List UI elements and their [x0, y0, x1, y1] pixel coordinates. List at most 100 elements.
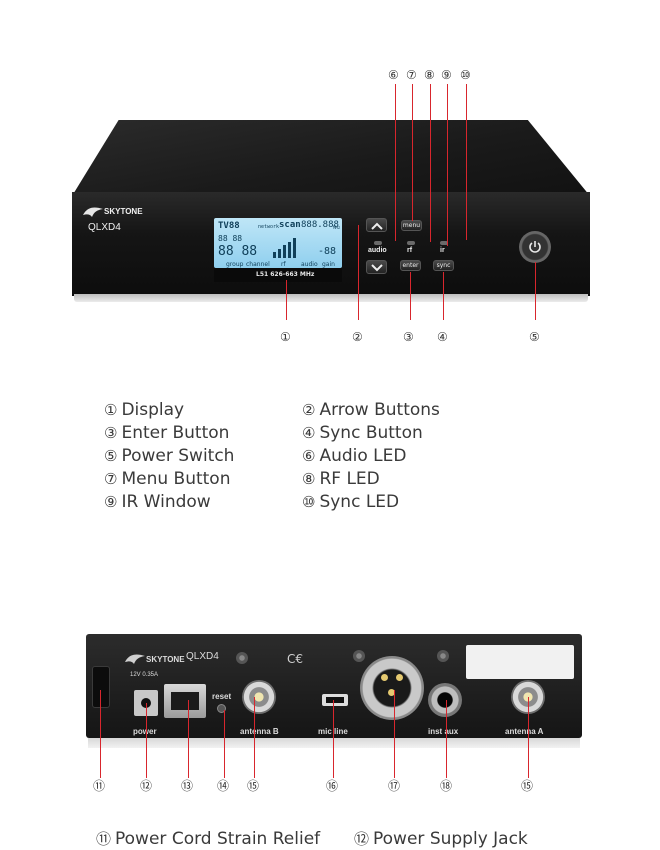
lcd-tv: TV88 — [218, 221, 240, 231]
callout-15: ⑮ — [247, 779, 260, 793]
lcd-gain: gain — [322, 261, 335, 268]
audio-led-label: audio — [368, 247, 387, 254]
leader-4 — [443, 272, 444, 320]
front-brand: SKYTONE — [104, 207, 143, 216]
enter-button[interactable]: enter — [400, 260, 421, 271]
rear-brand-logo-icon — [124, 651, 146, 670]
unit-top-cover — [72, 120, 590, 200]
screw — [236, 652, 248, 664]
callout-14: ⑭ — [217, 779, 230, 793]
lcd-mhz: MHz — [333, 225, 341, 230]
leader-1 — [286, 280, 287, 320]
xlr-output[interactable] — [360, 656, 424, 720]
leader-12 — [146, 703, 147, 778]
lcd-bargraph-icon — [273, 238, 297, 262]
usb-port[interactable] — [322, 694, 348, 706]
callout-17: ⑰ — [388, 779, 401, 793]
sync-led — [440, 241, 448, 245]
ce-mark-icon: C€ — [287, 652, 304, 666]
leader-2 — [358, 225, 359, 320]
rf-led — [407, 241, 415, 245]
power-icon — [529, 241, 541, 253]
lcd-display — [214, 218, 342, 268]
front-model: QLXD4 — [88, 222, 121, 233]
lcd-group: group — [226, 261, 244, 268]
unit-base — [74, 294, 588, 302]
chevron-up-icon — [370, 222, 383, 230]
leader-9 — [447, 84, 448, 246]
label-power: power — [133, 727, 157, 736]
callout-12: ⑫ — [140, 779, 153, 793]
lcd-rf: rf — [281, 261, 286, 268]
quarter-inch-output[interactable] — [428, 683, 462, 717]
lcd-network: network — [258, 224, 280, 230]
sync-button[interactable]: sync — [433, 260, 454, 271]
leader-11 — [100, 690, 101, 778]
lcd-db: -88 — [318, 246, 337, 257]
callout-7: ⑦ — [406, 68, 417, 82]
leader-10 — [466, 84, 467, 240]
callout-11: ⑪ — [93, 779, 106, 793]
callout-15-a: ⑮ — [521, 779, 534, 793]
menu-button[interactable]: menu — [401, 220, 422, 231]
label-mic-line: mic line — [318, 727, 348, 736]
leader-8 — [430, 84, 431, 242]
callout-1: ① — [280, 330, 291, 344]
power-switch[interactable] — [519, 231, 551, 263]
lcd-row2: 88 88 — [218, 234, 243, 243]
ethernet-port[interactable] — [164, 684, 206, 718]
lcd-audio: audio — [301, 261, 318, 268]
leader-15b — [254, 697, 255, 778]
lcd-channel: channel — [246, 261, 270, 268]
callout-9: ⑨ — [441, 68, 452, 82]
callout-8: ⑧ — [424, 68, 435, 82]
callout-18: ⑱ — [440, 779, 453, 793]
callout-10: ⑩ — [460, 68, 471, 82]
rear-base — [88, 738, 580, 748]
callout-2: ② — [352, 330, 363, 344]
leader-13 — [188, 700, 189, 778]
callout-6: ⑥ — [388, 68, 399, 82]
leader-17 — [394, 690, 395, 778]
antenna-b-connector[interactable] — [242, 680, 276, 714]
brand-logo-icon — [82, 204, 104, 223]
leader-18 — [446, 700, 447, 778]
label-antenna-b: antenna B — [240, 727, 279, 736]
lcd-freq: 888.888 — [301, 220, 339, 230]
callout-5: ⑤ — [529, 330, 540, 344]
label-inst-aux: inst aux — [428, 727, 459, 736]
ir-window-label: ir — [440, 247, 445, 254]
reset-button[interactable] — [217, 704, 226, 713]
arrow-up-button[interactable] — [366, 218, 387, 232]
power-cord-strain-relief[interactable] — [92, 666, 110, 708]
callout-16: ⑯ — [326, 779, 339, 793]
callout-13: ⑬ — [181, 779, 194, 793]
arrow-down-button[interactable] — [366, 260, 387, 274]
callout-4: ④ — [437, 330, 448, 344]
label-antenna-a: antenna A — [505, 727, 544, 736]
leader-5 — [535, 262, 536, 320]
leader-14 — [224, 710, 225, 778]
screw — [437, 650, 449, 662]
rear-brand: SKYTONE — [146, 655, 185, 664]
callout-3: ③ — [403, 330, 414, 344]
rf-led-label: rf — [407, 247, 413, 254]
rear-model: QLXD4 — [186, 651, 219, 662]
lcd-scan: scan — [279, 220, 301, 230]
lcd-band-strip — [214, 268, 342, 282]
leader-3 — [410, 272, 411, 320]
leader-7 — [412, 84, 413, 221]
chevron-down-icon — [370, 264, 383, 272]
leader-15a — [528, 697, 529, 778]
lcd-row3: 88 88 — [218, 244, 258, 259]
